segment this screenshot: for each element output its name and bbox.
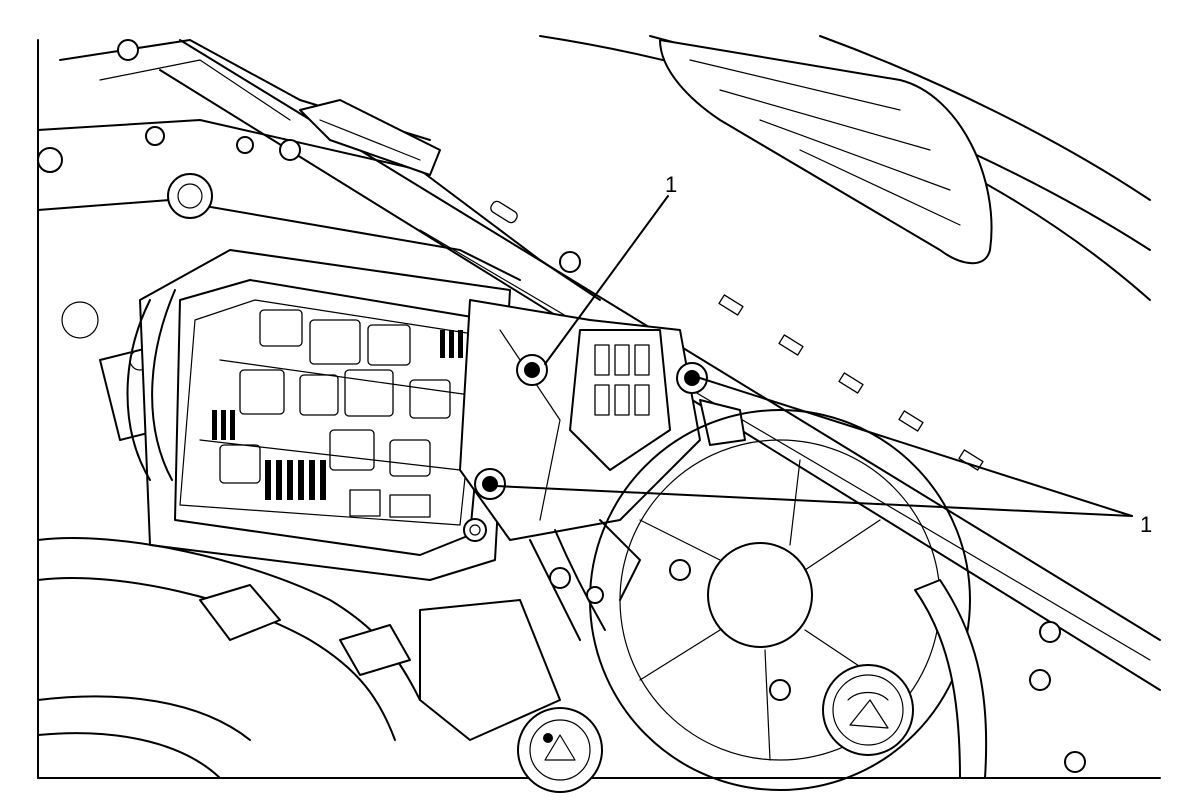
battery-junction-block [459,299,746,542]
callout-label-right: 1 [1140,512,1152,537]
washer-fluid-cap [822,664,914,756]
reservoir-cap [419,599,603,793]
fuse-block [139,249,511,581]
callout-label-top: 1 [665,172,677,197]
positive-cable [529,519,641,641]
mini-fuse-row [212,330,463,500]
leader-lines [495,195,1133,517]
wiring-harness [37,289,421,779]
hood-edge [539,35,1151,301]
cooling-fan [589,409,1086,791]
